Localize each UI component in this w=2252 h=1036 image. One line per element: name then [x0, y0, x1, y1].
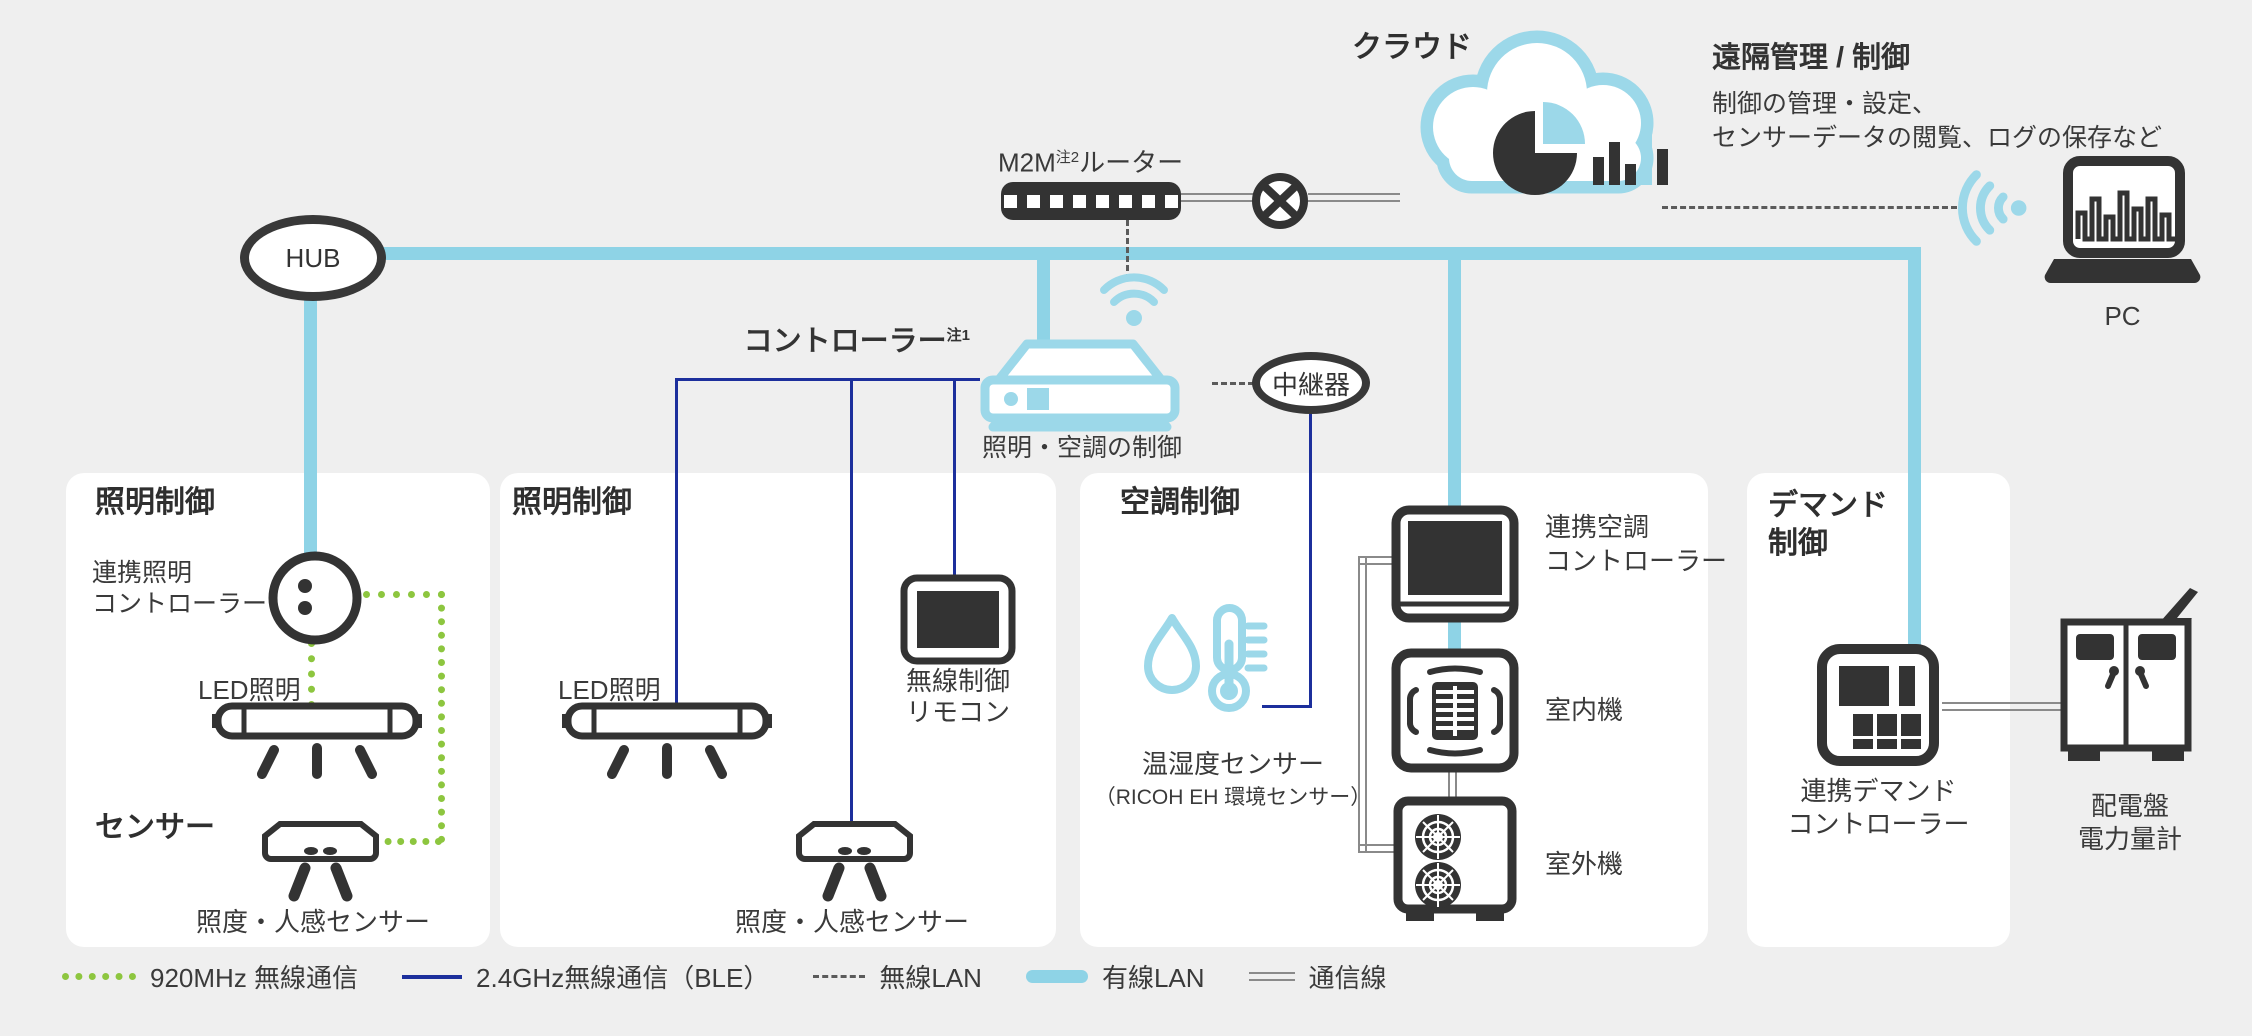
- demand-controller-label: 連携デマンド コントローラー: [1787, 776, 1970, 839]
- legend-wlan-label: 無線LAN: [879, 963, 982, 993]
- ac-controller-icon: [1391, 505, 1519, 623]
- pie-chart-icon: [1493, 111, 1577, 195]
- mhz920-to-sensor-line: [372, 838, 442, 845]
- switchboard-label: 配電盤 電力量計: [2077, 791, 2182, 854]
- linked-lighting-controller-icon: [268, 551, 362, 645]
- wlan-router-to-controller-line: [1126, 220, 1129, 280]
- hub-label: HUB: [285, 242, 341, 273]
- legend-comm-label: 通信線: [1308, 963, 1387, 993]
- wifi-icon-pc: [1958, 170, 2027, 246]
- comm-line-x-to-cloud: [1308, 193, 1400, 202]
- temp-sensor-sublabel: （RICOH EH 環境センサー）: [1094, 786, 1372, 809]
- switchboard-icon: [2060, 588, 2198, 761]
- sensor-heading: センサー: [95, 811, 215, 844]
- controller-device-icon: [980, 339, 1180, 432]
- ble-repeater-drop-line: [1309, 414, 1312, 708]
- remote-mgmt-desc-2: センサーデータの閲覧、ログの保存など: [1712, 124, 2163, 152]
- wlan-cloud-to-pc-line: [1662, 206, 1957, 209]
- controller-label: コントローラー注1: [743, 325, 970, 358]
- laptop-icon: [2044, 156, 2201, 284]
- comm-line-ac-stub-top: [1358, 556, 1398, 565]
- mhz920-circle-to-led-line: [308, 640, 315, 708]
- outdoor-unit-label: 室外機: [1545, 849, 1624, 879]
- wired-lan-ac-drop-line: [1448, 253, 1461, 515]
- cloud-icon: [1420, 30, 1668, 195]
- fan-icon: [1415, 814, 1461, 860]
- temp-humidity-sensor-icon: [1144, 604, 1268, 712]
- repeater-label: 中継器: [1271, 369, 1350, 400]
- outdoor-unit-icon: [1393, 796, 1517, 921]
- wifi-icon-controller: [1100, 273, 1168, 326]
- legend-wlan-swatch: [813, 975, 866, 978]
- wireless-remote-label: 無線制御 リモコン: [905, 666, 1010, 727]
- sensor-label-1: 照度・人感センサー: [196, 907, 431, 937]
- waveform-icon: [2075, 190, 2175, 242]
- legend-920mhz-swatch: [62, 973, 136, 980]
- wlan-controller-to-repeater-line: [1212, 382, 1254, 385]
- panel2-title: 照明制御: [512, 486, 632, 519]
- fan-icon: [1415, 862, 1461, 908]
- hub-node: HUB: [240, 215, 386, 301]
- panel4-title: デマンド 制御: [1768, 489, 1888, 560]
- linked-lighting-controller-label: 連携照明 コントローラー: [92, 559, 268, 618]
- wired-lan-hub-drop-line: [304, 285, 317, 557]
- wired-lan-controller-drop-line: [1037, 253, 1050, 348]
- demand-controller-icon: [1817, 644, 1939, 766]
- legend: 920MHz 無線通信 2.4GHz無線通信（BLE） 無線LAN 有線LAN …: [62, 958, 1387, 995]
- illuminance-motion-sensor-icon-2: [796, 821, 913, 902]
- led-label-1: LED照明: [198, 675, 301, 705]
- m2m-router-label: M2M注2ルーター: [998, 147, 1184, 178]
- network-x-icon: [1252, 173, 1308, 229]
- sensor-label-2: 照度・人感センサー: [735, 907, 970, 937]
- bar-chart-icon: [1593, 117, 1668, 185]
- ble-repeater-to-tempsensor-line: [1262, 705, 1312, 708]
- ble-drop-sensor2-line: [850, 378, 853, 825]
- led-light-icon-1: [212, 702, 422, 779]
- legend-lan-label: 有線LAN: [1101, 963, 1205, 993]
- legend-ble-label: 2.4GHz無線通信（BLE）: [476, 963, 770, 993]
- cloud-label: クラウド: [1352, 31, 1472, 64]
- legend-comm-swatch: [1248, 972, 1295, 981]
- wired-lan-demand-drop-line: [1908, 253, 1921, 653]
- ble-drop-remote-line: [953, 378, 956, 578]
- lightning-bolt-icon: [2152, 588, 2198, 658]
- led-label-2: LED照明: [558, 675, 661, 705]
- panel1-title: 照明制御: [95, 486, 215, 519]
- panel3-title: 空調制御: [1120, 486, 1240, 519]
- ble-horizontal-line: [675, 378, 980, 381]
- temp-sensor-label: 温湿度センサー: [1141, 749, 1324, 779]
- ac-controller-label: 連携空調 コントローラー: [1545, 512, 1728, 576]
- remote-mgmt-title: 遠隔管理 / 制御: [1712, 42, 1911, 74]
- ble-drop-led2-line: [675, 378, 678, 708]
- repeater-node: 中継器: [1252, 352, 1370, 414]
- illuminance-motion-sensor-icon-1: [262, 821, 379, 902]
- legend-lan-swatch: [1025, 970, 1088, 983]
- indoor-unit-label: 室内機: [1545, 695, 1624, 725]
- comm-line-indoor-outdoor: [1448, 766, 1457, 804]
- legend-920mhz-label: 920MHz 無線通信: [150, 963, 359, 993]
- indoor-unit-icon: [1391, 648, 1519, 773]
- mhz920-circle-right-line: [363, 591, 445, 598]
- wireless-remote-icon: [900, 574, 1016, 665]
- wired-lan-trunk-line: [380, 247, 1921, 260]
- remote-mgmt-desc-1: 制御の管理・設定、: [1712, 90, 1938, 118]
- m2m-router-icon: [1001, 182, 1181, 220]
- pc-label: PC: [2104, 301, 2141, 331]
- controller-caption: 照明・空調の制御: [982, 434, 1183, 462]
- led-light-icon-2: [562, 702, 772, 779]
- comm-line-ac-vertical: [1358, 556, 1367, 852]
- wired-lan-ac-indoor-link-line: [1448, 615, 1461, 655]
- comm-line-ac-stub-bottom: [1358, 844, 1398, 853]
- comm-line-router-to-x: [1181, 193, 1253, 202]
- comm-line-demand-to-switchboard: [1942, 702, 2066, 711]
- mhz920-vertical-line: [438, 591, 445, 843]
- legend-ble-swatch: [402, 974, 463, 979]
